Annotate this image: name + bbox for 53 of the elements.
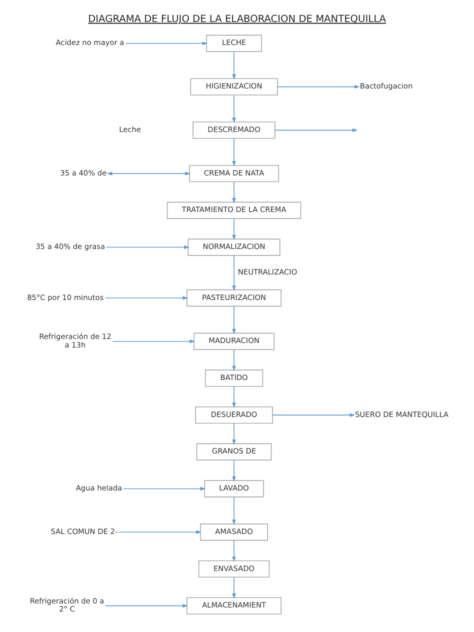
arrow [232,496,236,525]
arrow [232,422,236,445]
arrow [232,306,236,334]
arrow [106,245,189,250]
arrow [232,540,236,562]
arrow [232,138,236,166]
node-box: GRANOS DE [196,443,272,460]
label: Leche [118,124,140,134]
arrow [232,51,236,80]
arrow [124,42,208,46]
node-box: DESUERADO [194,406,272,424]
node-text: SUERO DE MANTEQUILLA [354,410,448,419]
arrow [276,84,360,89]
arrow [232,386,236,408]
arrow [232,255,236,291]
arrow [232,218,236,240]
node-box: LECHE [206,34,262,52]
node-box: NORMALIZACION [187,238,280,256]
arrow [232,576,236,599]
node-text: Bactofugacion [359,82,412,91]
node-text: Agua helada [75,484,122,493]
edge-label: NEUTRALIZACIO [237,267,297,276]
arrow [118,530,201,534]
node-box: MADURACION [193,332,274,350]
arrow [232,349,236,372]
node-box: DESCREMADO [192,122,275,139]
node-text: 85°C por 10 minutos [26,292,104,302]
node-box: AMASADO [200,524,268,541]
arrow [272,413,355,417]
node-text: Acidez no mayor a [55,38,124,48]
node-box: TRATAMIENTO DE LA CREMA [166,202,301,219]
node-box: ENVASADO [198,560,270,578]
node-text: Refrigeración de 12 a 13h [38,332,111,350]
arrow [232,460,236,482]
arrow [104,604,188,608]
node-text: Refrigeración de 0 a 2° C [29,596,104,614]
arrow [104,296,188,300]
arrow [232,94,236,123]
arrow [112,340,194,344]
node-box: HIGIENIZACION [190,78,278,96]
node-box: CREMA DE NATA [188,164,279,182]
node-text: 35 a 40% de grasa [35,242,104,252]
node-box: BATIDO [204,370,263,387]
arrow [274,128,358,132]
node-text: 35 a 40% de [60,168,106,178]
arrow [232,181,236,204]
node-box: PASTEURIZACION [186,289,281,307]
node-box: LAVADO [204,480,264,498]
diagram-title: DIAGRAMA DE FLUJO DE LA ELABORACION DE MANTEQUILLA [88,14,386,25]
arrow [122,486,206,491]
arrow [106,172,190,176]
node-box: ALMACENAMIENT [186,597,281,614]
node-text: SAL COMUN DE 2- [50,526,118,536]
